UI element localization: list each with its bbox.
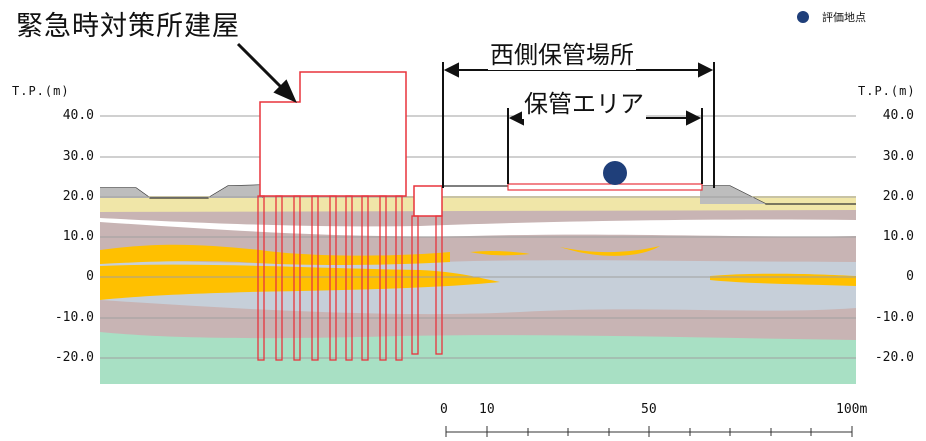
scale-label-0: 0 [440, 402, 448, 417]
emergency-building [259, 71, 443, 217]
title-arrow [236, 42, 297, 103]
left-tick-label: 40.0 [62, 108, 94, 123]
foundation-piles [257, 195, 443, 361]
left-tick-label: -20.0 [54, 350, 94, 365]
right-axis-unit: T.P.(m) [858, 84, 916, 98]
right-tick-label: 20.0 [882, 189, 914, 204]
dimension-lines [442, 62, 715, 188]
legend-marker-icon [797, 11, 809, 23]
building-title: 緊急時対策所建屋 [16, 11, 240, 42]
right-tick-label: 30.0 [882, 149, 914, 164]
ground-layers [100, 184, 856, 384]
right-tick-label: 40.0 [882, 108, 914, 123]
storage-site-label: 西側保管場所 [488, 35, 636, 70]
left-tick-label: 30.0 [62, 149, 94, 164]
embankment-fill [100, 185, 766, 204]
left-tick-label: 0 [86, 269, 94, 284]
lower-clay-layer [100, 300, 856, 340]
evaluation-point-marker [603, 161, 627, 185]
right-tick-label: 10.0 [882, 229, 914, 244]
scale-label-50: 50 [641, 402, 657, 417]
right-tick-label: -10.0 [874, 310, 914, 325]
surface-layer [100, 196, 856, 212]
scale-label-10: 10 [479, 402, 495, 417]
storage-platform [507, 183, 703, 191]
sand-layer-small [470, 250, 530, 256]
left-tick-label: 10.0 [62, 229, 94, 244]
right-tick-label: 0 [906, 269, 914, 284]
storage-area-label: 保管エリア [522, 84, 646, 119]
left-axis-unit: T.P.(m) [12, 84, 70, 98]
left-tick-label: -10.0 [54, 310, 94, 325]
legend-label: 評価地点 [822, 11, 866, 24]
sand-layer-lens [560, 246, 660, 256]
elevation-gridlines [100, 115, 856, 359]
upper-clay-layer [100, 208, 856, 227]
left-tick-label: 20.0 [62, 189, 94, 204]
scale-bar [445, 426, 853, 437]
scale-label-100: 100m [836, 402, 868, 417]
right-tick-label: -20.0 [874, 350, 914, 365]
